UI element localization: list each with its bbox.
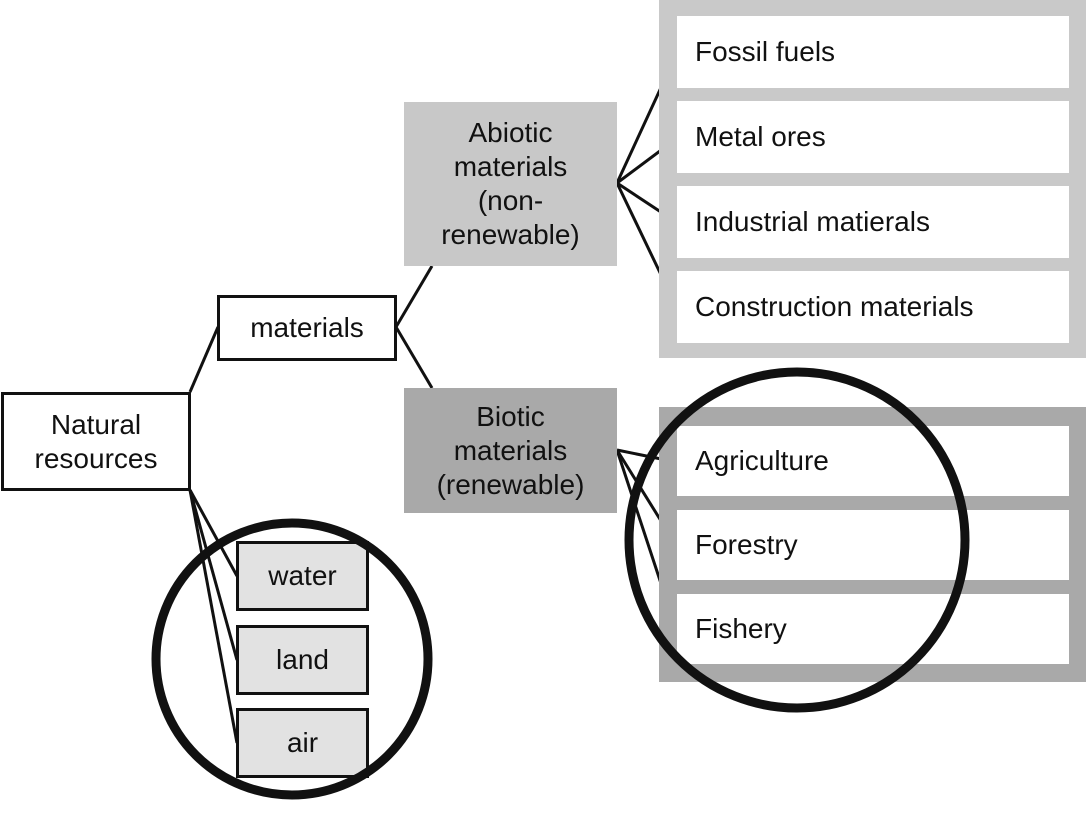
biotic-materials-label: Biotic materials (renewable) xyxy=(436,400,585,500)
biotic-item-fishery: Fishery xyxy=(677,594,1069,664)
materials-label: materials xyxy=(250,312,364,343)
resource-label: air xyxy=(286,727,319,758)
biotic-materials-node: Biotic materials (renewable) xyxy=(404,388,617,513)
biotic-item-forestry: Forestry xyxy=(677,510,1069,580)
connector-materials-biotic xyxy=(394,326,434,389)
abiotic-materials-label: Abiotic materials (non- renewable) xyxy=(441,117,580,250)
biotic-item-label: Forestry xyxy=(695,529,798,560)
abiotic-materials-node: Abiotic materials (non- renewable) xyxy=(404,102,617,266)
abiotic-item-fossil-fuels: Fossil fuels xyxy=(677,16,1069,88)
materials-node: materials xyxy=(217,295,397,361)
abiotic-item-construction-materials: Construction materials xyxy=(677,271,1069,343)
abiotic-item-label: Fossil fuels xyxy=(695,36,836,67)
abiotic-item-industrial-materials: Industrial matierals xyxy=(677,186,1069,258)
biotic-item-label: Fishery xyxy=(695,613,787,644)
connector-root-land xyxy=(188,489,239,661)
natural-resources-label: Natural resources xyxy=(34,408,158,474)
biotic-item-label: Agriculture xyxy=(695,445,829,476)
resource-land: land xyxy=(236,625,369,695)
resource-label: water xyxy=(268,560,337,591)
connector-materials-abiotic xyxy=(394,265,434,328)
resource-water: water xyxy=(236,541,369,611)
abiotic-item-label: Industrial matierals xyxy=(695,206,930,237)
biotic-item-agriculture: Agriculture xyxy=(677,426,1069,496)
connector-root-materials xyxy=(188,326,220,393)
connector-root-air xyxy=(188,489,239,744)
resource-air: air xyxy=(236,708,369,778)
resource-label: land xyxy=(276,644,329,675)
abiotic-item-label: Metal ores xyxy=(695,121,826,152)
natural-resources-node: Natural resources xyxy=(1,392,191,491)
abiotic-item-label: Construction materials xyxy=(695,291,974,322)
abiotic-item-metal-ores: Metal ores xyxy=(677,101,1069,173)
